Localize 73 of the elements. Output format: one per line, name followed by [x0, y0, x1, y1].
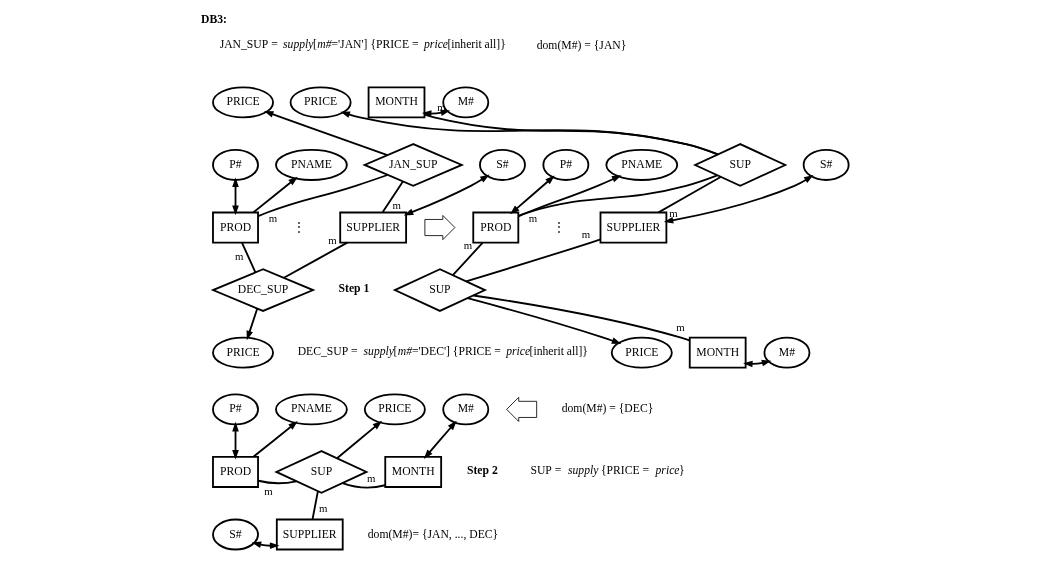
node-box: SUPPLIER — [599, 211, 667, 244]
arrow — [423, 420, 457, 459]
label: dom(M#)= {JAN, ..., DEC} — [367, 527, 498, 541]
node-diamond: SUP — [692, 143, 787, 187]
node-ellipse: P# — [211, 149, 259, 181]
edge-label: m — [234, 250, 243, 263]
label: DEC_SUP = supply[m#='DEC'] {PRICE = price[inherit all]} — [297, 344, 588, 358]
node-box: PROD — [471, 211, 519, 244]
node-diamond: SUP — [392, 268, 487, 312]
arrow — [403, 174, 490, 216]
arrow — [663, 175, 814, 224]
connector — [516, 174, 718, 217]
arrow — [231, 421, 239, 460]
connector — [657, 176, 722, 214]
node-box: MONTH — [688, 336, 747, 369]
node-arrow — [423, 215, 455, 241]
connector — [464, 238, 601, 283]
label: Step 1 — [338, 282, 369, 296]
node-ellipse: P# — [211, 393, 259, 426]
node-ellipse: S# — [211, 518, 259, 551]
node-box: MONTH — [367, 86, 425, 119]
arrow — [509, 175, 555, 215]
node-ellipse: P# — [541, 149, 589, 181]
arrow — [231, 177, 239, 216]
arrow — [335, 420, 382, 460]
node-ellipse: M# — [763, 336, 810, 369]
connector — [341, 482, 386, 489]
edge-label: m — [675, 321, 685, 334]
label: JAN_SUP = supply[m#='JAN'] {PRICE = price[inherit all]} — [219, 37, 506, 51]
node-ellipse: PNAME — [274, 149, 348, 181]
label: dom(M#) = {JAN} — [536, 38, 626, 52]
node-ellipse: M# — [441, 393, 489, 426]
edge-label: m — [668, 206, 678, 219]
label: SUP = supply {PRICE = price} — [529, 464, 685, 478]
edge-label: m — [268, 212, 277, 225]
label: dom(M#) = {DEC} — [561, 402, 653, 416]
arrow — [251, 176, 298, 214]
connector — [311, 490, 319, 521]
edge-label: m — [528, 212, 537, 225]
edge-label: m — [327, 233, 337, 246]
edge-label: m — [318, 501, 328, 514]
edge-label: m — [391, 199, 401, 212]
edge-label: m — [366, 472, 375, 485]
arrow — [517, 175, 621, 218]
node-box: MONTH — [383, 456, 442, 488]
diagram-title: DB3: — [200, 13, 227, 27]
node-box: SUPPLIER — [338, 211, 407, 244]
edge-label: m — [581, 227, 590, 240]
node-diamond: JAN_SUP — [361, 143, 464, 187]
connector — [472, 294, 690, 342]
node-ellipse: PNAME — [274, 393, 348, 426]
node-box: PROD — [211, 211, 259, 244]
connector — [381, 180, 404, 214]
node-arrow — [505, 396, 537, 422]
node-box: SUPPLIER — [275, 518, 344, 551]
connector — [240, 241, 256, 274]
connector — [256, 479, 297, 485]
arrow — [251, 421, 298, 458]
node-ellipse: PRICE — [363, 393, 426, 426]
node-ellipse: PRICE — [211, 336, 274, 369]
label: Step 2 — [466, 464, 498, 478]
node-diamond: DEC_SUP — [210, 268, 315, 312]
node-box: PROD — [211, 456, 259, 488]
label: ⋮ — [552, 220, 565, 234]
label: ⋮ — [292, 220, 305, 234]
arrow — [246, 307, 258, 341]
connector — [256, 174, 388, 218]
arrow — [466, 297, 621, 344]
edge-label: m — [263, 484, 273, 497]
edge-label: m — [463, 238, 472, 251]
arrow — [263, 111, 388, 156]
connector — [282, 241, 348, 279]
connector — [451, 241, 483, 277]
